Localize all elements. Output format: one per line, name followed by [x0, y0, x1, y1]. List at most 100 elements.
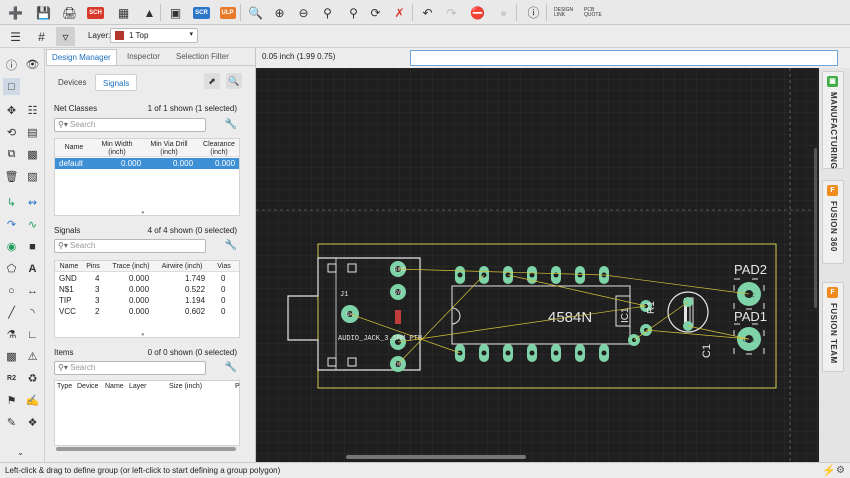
zoom-out-icon[interactable]: ⊖	[298, 5, 309, 20]
print-icon[interactable]: 🖨	[61, 5, 78, 20]
lock-icon[interactable]: ⚑	[6, 395, 17, 407]
col-layer[interactable]: Layer	[129, 383, 147, 390]
info-icon[interactable]: ⓘ	[6, 59, 17, 72]
wrench-icon[interactable]: 🔧	[224, 362, 237, 373]
tab-inspector[interactable]: Inspector	[127, 52, 160, 61]
col-size[interactable]: Size (inch)	[169, 383, 203, 390]
stop-icon[interactable]: ⛔	[470, 5, 485, 20]
new-file-icon[interactable]: ➕	[8, 5, 23, 20]
command-input[interactable]	[410, 50, 838, 66]
layer-select[interactable]: 1 Top ▾	[110, 28, 198, 43]
horizontal-scrollbar[interactable]	[56, 447, 236, 451]
col-min-via-drill[interactable]: Min Via Drill (inch)	[150, 141, 188, 156]
help-icon[interactable]: ⓘ	[527, 6, 540, 20]
col-name[interactable]: Name	[59, 263, 79, 270]
col-vias[interactable]: Vias	[217, 263, 231, 270]
col-name[interactable]: Name	[64, 144, 84, 151]
move-icon[interactable]: ✥	[6, 105, 17, 117]
drc-icon[interactable]: ▩	[6, 351, 17, 363]
delete-icon[interactable]: 🗑	[4, 171, 19, 183]
net-classes-search-input[interactable]: ⚲▾Search	[54, 118, 206, 132]
align-icon[interactable]: ▤	[27, 127, 38, 139]
tab-fusion-team[interactable]: F FUSION TEAM	[822, 282, 844, 372]
meander-icon[interactable]: ∿	[27, 219, 38, 231]
route-icon[interactable]: ↳	[6, 197, 17, 209]
select-pointer-icon[interactable]: ⬈	[204, 73, 220, 89]
col-device[interactable]: Device	[77, 383, 99, 390]
zoom-area-icon[interactable]: ⚲	[349, 5, 358, 20]
redraw-icon[interactable]: ⟳	[370, 5, 381, 20]
zoom-in-icon[interactable]: ⊕	[274, 5, 285, 20]
move-group-icon[interactable]: ☷	[27, 105, 38, 117]
ratsnest-icon[interactable]: ✗	[394, 5, 405, 20]
board-outline[interactable]	[317, 243, 777, 389]
eye-icon[interactable]: 👁	[25, 59, 40, 71]
layers-icon[interactable]: ☰	[10, 29, 21, 44]
col-p[interactable]: P	[235, 383, 240, 390]
pcb-quote-icon[interactable]: PCB QUOTE	[584, 3, 608, 22]
replace-icon[interactable]: ♻	[27, 373, 38, 385]
zoom-select-icon[interactable]: ⚲	[323, 5, 332, 20]
r2-icon[interactable]: R2	[7, 375, 16, 382]
table-row[interactable]: TIP 3 0.000 1.194 0	[55, 295, 239, 306]
tab-selection-filter[interactable]: Selection Filter	[176, 52, 229, 61]
table-row[interactable]: N$1 3 0.000 0.522 0	[55, 284, 239, 295]
library-icon[interactable]: ▣	[169, 5, 182, 20]
ripup-icon[interactable]: ↷	[6, 219, 17, 231]
undo-icon[interactable]: ↶	[422, 5, 433, 20]
col-type[interactable]: Type	[57, 383, 73, 390]
ulp-icon[interactable]: ULP	[218, 3, 237, 22]
items-search-input[interactable]: ⚲▾Search	[54, 361, 206, 375]
tag-icon[interactable]: ❖	[27, 417, 38, 429]
redo-icon[interactable]: ↷	[446, 5, 457, 20]
splitter-handle[interactable]: ●	[141, 332, 145, 338]
col-name[interactable]: Name	[105, 383, 124, 390]
gear-icon[interactable]: ⚙	[836, 465, 845, 476]
arc-icon[interactable]: ◝	[30, 307, 35, 319]
route-multiple-icon[interactable]: ↭	[27, 197, 38, 209]
signals-search-input[interactable]: ⚲▾Search	[54, 239, 206, 253]
tab-manufacturing[interactable]: ▣ MANUFACTURING	[822, 71, 844, 169]
lightning-icon[interactable]: ⚡	[822, 465, 836, 477]
via-icon[interactable]: ◉	[6, 241, 17, 253]
polygon-icon[interactable]: ⬠	[6, 263, 17, 275]
table-row[interactable]: default 0.000 0.000 0.000	[55, 158, 239, 169]
text-icon[interactable]: A	[28, 262, 37, 275]
paste-icon[interactable]: ▩	[27, 149, 38, 161]
properties-icon[interactable]: ▧	[27, 171, 38, 183]
col-airwire[interactable]: Airwire (inch)	[161, 263, 203, 270]
sch-icon[interactable]: SCH	[86, 3, 105, 22]
col-trace[interactable]: Trace (inch)	[112, 263, 150, 270]
splitter-handle[interactable]: ●	[141, 210, 145, 216]
scr-icon[interactable]: SCR	[192, 3, 211, 22]
wrench-icon[interactable]: 🔧	[224, 119, 237, 130]
design-link-icon[interactable]: DESIGN LINK	[554, 3, 578, 22]
canvas-vertical-scrollbar[interactable]	[814, 148, 817, 308]
smash-icon[interactable]: ✍	[25, 395, 40, 407]
pcb-canvas[interactable]: RING SW SH TIP J1 AUDIO_JACK_3.5MM_PTH 4…	[256, 68, 819, 462]
filter-icon[interactable]: ▿	[56, 27, 75, 46]
group-tool-icon[interactable]: □	[3, 78, 20, 95]
canvas-horizontal-scrollbar[interactable]	[346, 455, 526, 459]
table-row[interactable]: GND 4 0.000 1.749 0	[55, 273, 239, 284]
tab-design-manager[interactable]: Design Manager	[46, 49, 117, 65]
wrench-icon[interactable]: 🔧	[224, 240, 237, 251]
tab-fusion-360[interactable]: F FUSION 360	[822, 180, 844, 264]
errors-icon[interactable]: ⚠	[27, 351, 38, 363]
save-icon[interactable]: 💾	[36, 5, 51, 20]
col-pins[interactable]: Pins	[86, 263, 100, 270]
line-icon[interactable]: ╱	[8, 307, 15, 319]
polygon-fill-icon[interactable]: ■	[29, 240, 36, 253]
col-clearance[interactable]: Clearance (inch)	[203, 141, 235, 156]
split-icon[interactable]: ⚗	[6, 329, 17, 341]
copy-icon[interactable]: ⧉	[7, 148, 16, 160]
col-min-width[interactable]: Min Width (inch)	[101, 141, 133, 156]
table-row[interactable]: VCC 2 0.000 0.602 0	[55, 306, 239, 317]
circle-icon[interactable]: ○	[8, 284, 15, 297]
dimension-icon[interactable]: ↔	[27, 284, 38, 297]
expand-tools-icon[interactable]: ⌄	[17, 448, 24, 457]
eagle-icon[interactable]: ▲	[143, 5, 156, 20]
zoom-to-icon[interactable]: 🔍	[226, 73, 242, 89]
subtab-devices[interactable]: Devices	[58, 78, 87, 87]
subtab-signals[interactable]: Signals	[95, 74, 138, 91]
